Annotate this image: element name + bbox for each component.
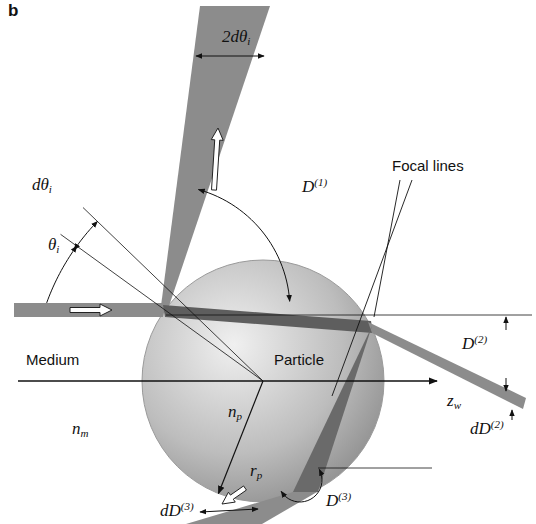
symbol-label: 2dθi [222, 28, 250, 47]
symbol-label: dD(2) [470, 418, 504, 439]
symbol-label: Focal lines [392, 158, 464, 175]
panel-letter: b [8, 2, 18, 21]
radius-arrow [218, 381, 263, 494]
width-arrow [512, 410, 513, 420]
exit-beam [186, 492, 317, 524]
direction-arrow [70, 304, 112, 316]
symbol-label: D(1) [302, 176, 327, 197]
width-arrow [196, 56, 264, 57]
leader-line [332, 180, 412, 396]
deflection-arc [198, 190, 289, 302]
deflection-arrow [506, 317, 507, 330]
angle-arc [74, 221, 97, 249]
symbol-label: Particle [274, 352, 324, 369]
incident-beam [14, 303, 166, 317]
symbol-label: D(2) [462, 333, 487, 354]
symbol-label: dθi [32, 176, 52, 195]
symbol-label: np [228, 403, 242, 422]
reflected-beam [161, 6, 270, 309]
deflection-arrow [506, 378, 507, 391]
direction-arrow [222, 486, 246, 504]
symbol-label: θi [48, 236, 59, 255]
normal-line [61, 234, 263, 381]
reference-line [166, 315, 532, 316]
transmitted-beam [368, 322, 526, 409]
width-arrow [200, 509, 258, 512]
reference-line [318, 468, 432, 469]
symbol-label: dD(3) [160, 500, 194, 521]
symbol-label: rp [250, 462, 262, 481]
angle-arc [47, 246, 77, 303]
axis-zw [18, 380, 437, 381]
symbol-label: D(3) [326, 490, 351, 511]
symbol-label: nm [72, 420, 88, 439]
deflection-arc [281, 469, 322, 502]
direction-arrow [211, 128, 223, 190]
normal-line [83, 208, 263, 381]
symbol-label: Medium [26, 352, 79, 369]
refracted-beam [163, 305, 373, 333]
symbol-label: zw [447, 392, 461, 411]
